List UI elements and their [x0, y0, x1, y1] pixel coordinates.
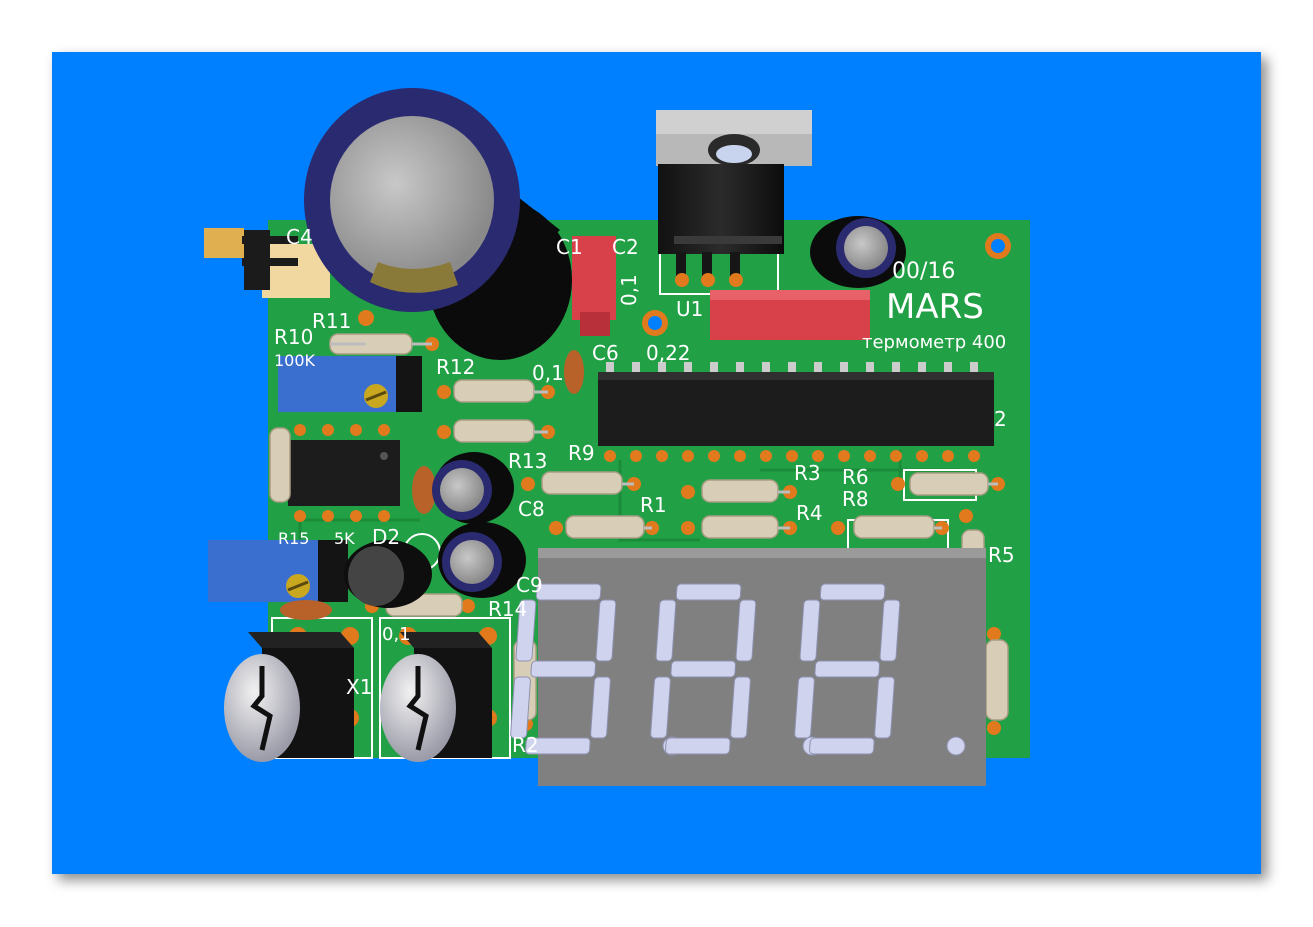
digit-1-segment-b — [595, 599, 617, 662]
label-r10-value: 100K — [274, 351, 316, 370]
pin-header — [204, 228, 330, 298]
label-r5: R5 — [988, 543, 1015, 567]
resistor-leads — [330, 342, 998, 530]
label-x1: X1 — [346, 675, 372, 699]
digit-1-segment-d — [525, 737, 591, 755]
mounting-holes — [642, 233, 1011, 336]
label-r2: R2 — [512, 733, 539, 757]
label-r15-value: 5K — [334, 529, 355, 548]
label-c9: C9 — [516, 573, 543, 597]
label-r13: R13 — [508, 449, 547, 473]
label-d2: D2 — [372, 525, 400, 549]
potentiometer-2 — [380, 632, 492, 762]
digit-2-segment-g — [670, 660, 737, 678]
trimmer-r10 — [278, 356, 422, 412]
ceramic-capacitors — [280, 350, 584, 620]
label-r10: R10 — [274, 325, 313, 349]
digit-1-segment-g — [530, 660, 597, 678]
digit-2-segment-b — [735, 599, 757, 662]
label-r14: R14 — [488, 597, 527, 621]
digit-2-segment-c — [730, 676, 751, 739]
label-u1: U1 — [676, 297, 703, 321]
digit-2-segment-e — [650, 676, 671, 739]
label-r4: R4 — [796, 501, 823, 525]
label-r15: R15 — [278, 529, 309, 548]
digit-2-segment-f — [655, 599, 677, 662]
digit-1-segment-c — [590, 676, 611, 739]
label-u2-fragment: 2 — [994, 407, 1007, 431]
trimmer-r15 — [208, 540, 348, 602]
label-c8: C8 — [518, 497, 545, 521]
electrolytic-capacitors-small — [432, 216, 906, 598]
digit-3-segment-g — [814, 660, 881, 678]
title-line2: MARS — [886, 287, 984, 327]
film-capacitors — [572, 236, 870, 340]
ic-u2 — [598, 362, 994, 462]
digit-3-segment-c — [874, 676, 895, 739]
digit-3-segment-e — [794, 676, 815, 739]
ic-u3 — [288, 424, 400, 522]
label-c2: C2 — [612, 235, 639, 259]
label-r9: R9 — [568, 441, 595, 465]
label-c1: C1 — [556, 235, 583, 259]
label-c4: C4 — [286, 225, 313, 249]
title-line1: 00/16 — [892, 259, 955, 284]
digit-3-segment-b — [879, 599, 901, 662]
silkscreen-labels: 00/16 MARS термометр 400 C4 C1 C2 0,1 U1… — [274, 225, 1015, 757]
transistor — [344, 540, 432, 608]
digit-1-segment-f — [515, 599, 537, 662]
label-c6-value: 0,22 — [646, 341, 691, 365]
electrolytic-capacitor-big — [304, 88, 572, 360]
digit-3-segment-d — [809, 737, 875, 755]
digit-1-segment-a — [535, 583, 602, 601]
voltage-regulator-u1 — [656, 110, 812, 287]
digit-3-decimal-point — [946, 736, 966, 756]
label-r12: R12 — [436, 355, 475, 379]
label-c5-value: 0,1 — [532, 361, 564, 385]
title-line3: термометр 400 — [862, 332, 1006, 353]
label-r6: R6 — [842, 465, 869, 489]
label-c2-value: 0,1 — [617, 274, 641, 306]
digit-2-segment-a — [675, 583, 742, 601]
digit-3-segment-a — [819, 583, 886, 601]
digit-3-segment-f — [799, 599, 821, 662]
digit-2-segment-d — [665, 737, 731, 755]
label-r8: R8 — [842, 487, 869, 511]
seven-segment-display — [510, 548, 986, 786]
label-r1: R1 — [640, 493, 667, 517]
label-r11: R11 — [312, 309, 351, 333]
label-r3: R3 — [794, 461, 821, 485]
potentiometer-1 — [224, 632, 354, 762]
label-c10-value: 0,1 — [382, 624, 411, 645]
label-c6: C6 — [592, 341, 619, 365]
digit-1-segment-e — [510, 676, 531, 739]
